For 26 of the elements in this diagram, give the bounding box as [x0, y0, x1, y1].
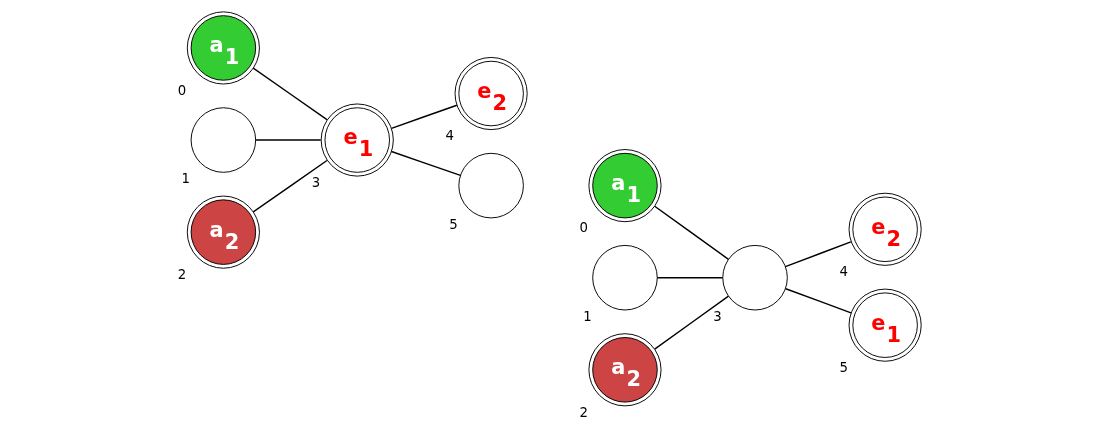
node-circle — [722, 244, 788, 311]
connector — [785, 288, 852, 314]
connector — [390, 150, 462, 177]
node-label: 0 — [579, 220, 588, 236]
node-label: 0 — [177, 82, 187, 98]
connector — [654, 295, 730, 350]
node-label: 3 — [311, 174, 321, 190]
connector — [252, 159, 328, 213]
node-label: 1 — [181, 170, 191, 186]
node-label: 4 — [445, 128, 454, 144]
node-circle — [190, 107, 257, 173]
node-label: 5 — [449, 216, 458, 232]
node-circle — [458, 152, 524, 219]
node-circle — [592, 244, 658, 311]
connector — [390, 104, 458, 129]
node-label: 3 — [713, 308, 722, 324]
connector — [656, 277, 724, 279]
node-label: 2 — [177, 266, 187, 282]
connector — [252, 67, 328, 121]
connector — [784, 241, 852, 268]
connector — [255, 139, 322, 141]
connector — [654, 205, 730, 260]
node-label: 5 — [839, 359, 848, 375]
node-label: 4 — [839, 264, 848, 279]
node-label: 1 — [583, 308, 592, 324]
node-label: 2 — [579, 404, 588, 420]
